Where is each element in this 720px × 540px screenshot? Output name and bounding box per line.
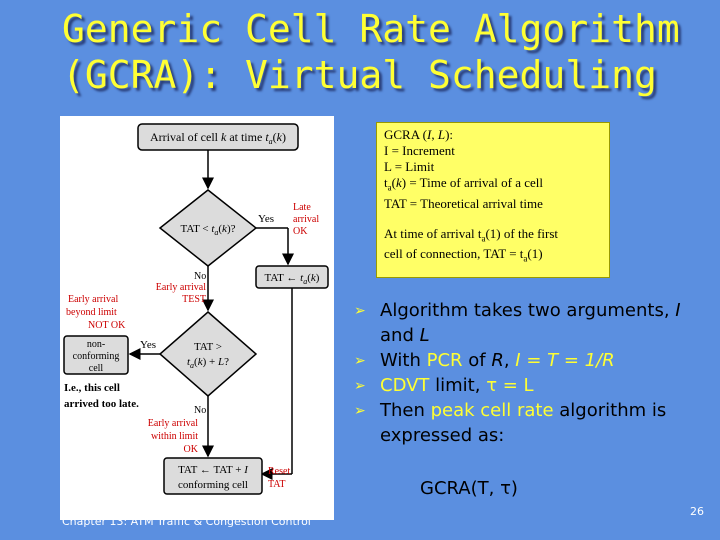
reset-label-2: TAT (268, 479, 286, 490)
title-line-2: (GCRA): Virtual Scheduling (62, 53, 657, 97)
early-within-label-3: OK (184, 444, 199, 455)
early-within-label-2: within limit (151, 431, 198, 442)
footer-text: Chapter 13: ATM Traffic & Congestion Con… (62, 515, 311, 528)
bullet-3-cdvt: CDVT (380, 375, 430, 396)
bullet-2-R: R (491, 350, 504, 371)
def-line-5: TAT = Theoretical arrival time (384, 195, 543, 211)
decision2-line1: TAT > (194, 341, 222, 353)
tat-set-text: TAT ← ta(k) (265, 272, 320, 286)
bullet-1-and: and (380, 325, 420, 346)
flowchart-diagram: Arrival of cell k at time ta(k) TAT < ta… (63, 123, 329, 495)
nonconforming-text-2: conforming (73, 351, 120, 362)
bullet-3: ➢ CDVT limit, τ = L (354, 373, 714, 398)
def-line-1: GCRA (I, L): (384, 127, 454, 142)
final-box-line1: TAT ← TAT + I (178, 464, 249, 476)
bullet-1-text: Algorithm takes two arguments, (380, 300, 676, 321)
bullet-2-eq: I = T = 1/R (515, 350, 615, 371)
bullet-3-eq: τ = L (486, 375, 534, 396)
bullet-arrow-icon: ➢ (354, 403, 366, 419)
flowchart-panel: Arrival of cell k at time ta(k) TAT < ta… (60, 116, 334, 520)
ie-note-2: arrived too late. (64, 398, 139, 410)
definitions-box: GCRA (I, L): I = Increment L = Limit ta(… (376, 122, 610, 278)
bullet-arrow-icon: ➢ (354, 378, 366, 394)
final-box (163, 457, 263, 495)
nonconforming-box (63, 335, 129, 375)
bullet-1-I: I (675, 300, 681, 321)
final-box-line2: conforming cell (178, 479, 248, 491)
late-arrival-label-3: OK (293, 226, 308, 237)
def-spacer (384, 212, 609, 226)
start-box (137, 123, 299, 151)
early-beyond-label-1: Early arrival (68, 294, 118, 305)
bullet-4-pcr: peak cell rate (430, 400, 554, 421)
decision2-yes-label: Yes (140, 339, 156, 351)
decision2-diamond (158, 311, 258, 397)
bullet-list: ➢ Algorithm takes two arguments, I and L… (354, 298, 714, 448)
early-within-label-1: Early arrival (148, 418, 198, 429)
reset-label-1: Reset (268, 466, 290, 477)
slide-title: Generic Cell Rate Algorithm (GCRA): Virt… (62, 6, 712, 98)
early-beyond-label-2: beyond limit (66, 307, 117, 318)
decision1-text: TAT < ta(k)? (181, 223, 236, 237)
bullet-2-pcr: PCR (426, 350, 463, 371)
bullet-1-L: L (419, 325, 430, 346)
bullet-1: ➢ Algorithm takes two arguments, I and L (354, 298, 714, 348)
late-arrival-label-2: arrival (293, 214, 319, 225)
late-arrival-label-1: Late (293, 202, 311, 213)
nonconforming-text-1: non- (87, 339, 105, 350)
bullet-arrow-icon: ➢ (354, 353, 366, 369)
title-line-1: Generic Cell Rate Algorithm (62, 7, 680, 51)
def-line-2: I = Increment (384, 143, 455, 158)
def-line-7: cell of connection, TAT = ta(1) (384, 246, 543, 264)
decision2-no-label: No (194, 405, 206, 416)
gcra-formula: GCRA(T, τ) (420, 478, 518, 499)
bullet-arrow-icon: ➢ (354, 303, 366, 319)
def-line-6: At time of arrival ta(1) of the first (384, 225, 559, 244)
early-beyond-label-3: NOT OK (88, 320, 126, 331)
bullet-4: ➢ Then peak cell rate algorithm is expre… (354, 398, 714, 448)
early-test-label-2: TEST (182, 294, 206, 305)
start-box-text: Arrival of cell k at time ta(k) (150, 130, 286, 146)
bullet-4-rest: algorithm is expressed as: (380, 400, 667, 446)
def-line-4: ta(k) = Time of arrival of a cell (384, 175, 544, 193)
bullet-2-comma: , (503, 350, 516, 371)
decision2-line2: ta(k) + L? (187, 356, 229, 370)
nonconforming-text-3: cell (89, 363, 104, 374)
bullet-4-then: Then (380, 400, 431, 421)
decision1-no-label: No (194, 271, 206, 282)
bullet-2: ➢ With PCR of R, I = T = 1/R (354, 348, 714, 373)
ie-note-1: I.e., this cell (64, 382, 120, 394)
bullet-3-limit: limit, (429, 375, 487, 396)
bullet-2-of: of (462, 350, 492, 371)
bullet-2-with: With (380, 350, 427, 371)
page-number: 26 (690, 505, 704, 518)
early-test-label-1: Early arrival (156, 282, 206, 293)
decision1-yes-label: Yes (258, 213, 274, 225)
def-line-3: L = Limit (384, 159, 435, 174)
